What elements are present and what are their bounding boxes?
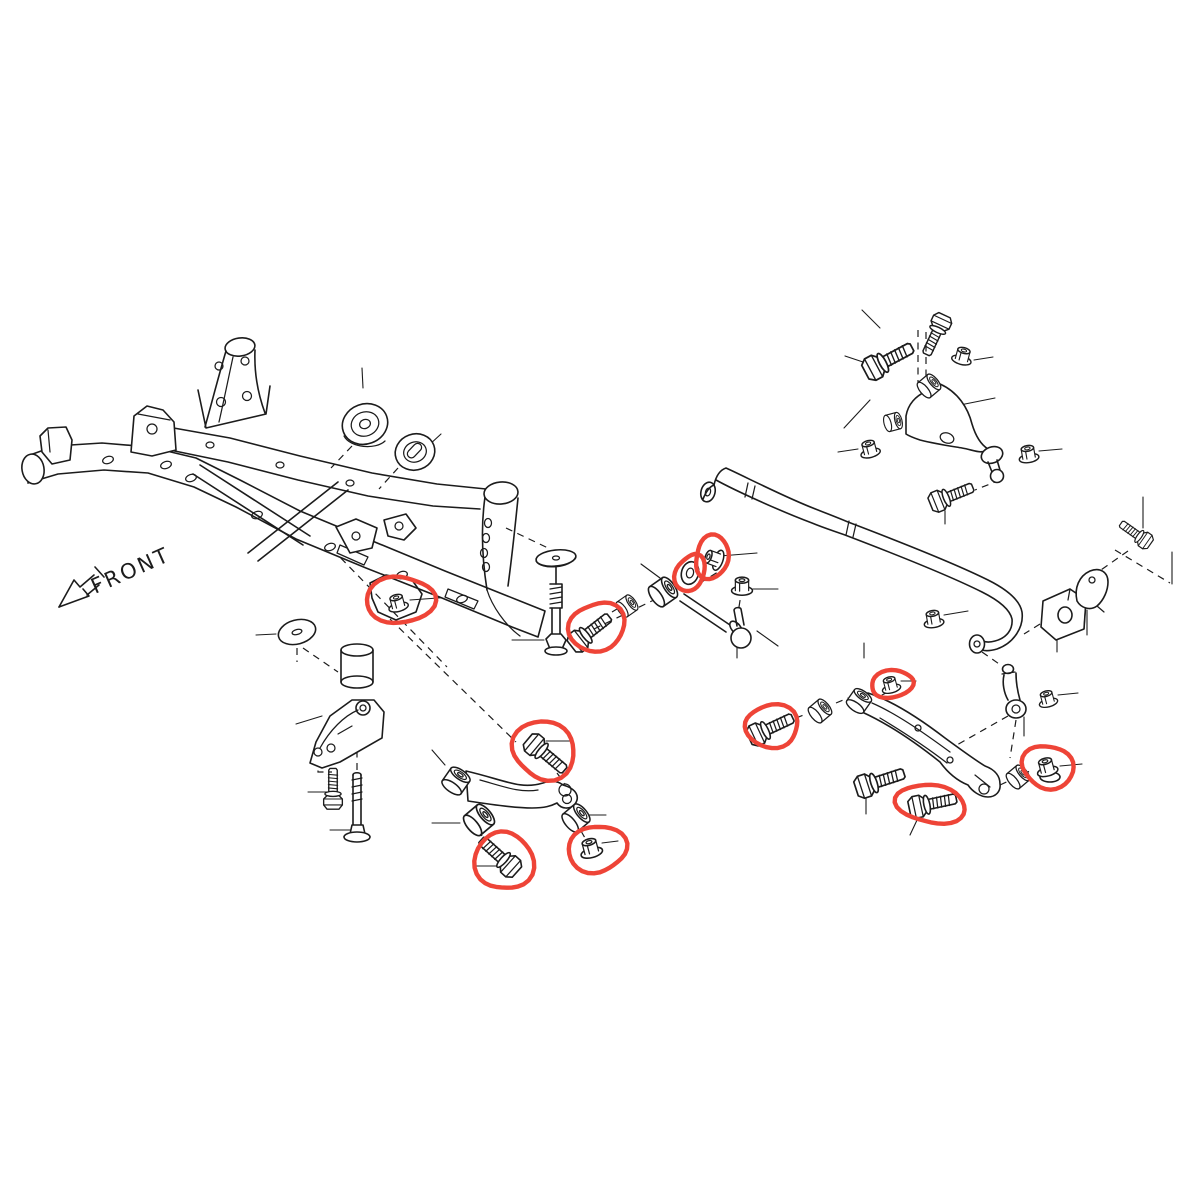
upper-control-arm — [857, 310, 1041, 515]
circle-trailing-arm-rear-nut — [566, 824, 630, 876]
rear-subframe — [21, 337, 546, 638]
upper-arm-bolt-bottom — [925, 476, 978, 515]
circle-lateral-link-front-bolt — [565, 600, 627, 654]
trailing-arm — [438, 763, 594, 840]
circle-lateral-link-washer — [671, 551, 707, 594]
lateral-link — [613, 545, 754, 649]
stabilizer-bracket — [1075, 568, 1109, 613]
circle-lower-arm-bottom-bolt — [892, 782, 967, 826]
front-direction-arrow: FRONT — [58, 542, 174, 608]
stabilizer-bracket-bolt — [1115, 516, 1156, 552]
subframe-washer-plate — [277, 618, 317, 646]
lower-control-arm — [805, 685, 1001, 801]
lower-arm-front-bushing — [805, 696, 835, 726]
lower-arm-rear-nut — [1033, 754, 1061, 783]
front-label: FRONT — [87, 542, 174, 598]
subframe-mount-nut — [385, 591, 411, 615]
stabilizer-mount-nut — [921, 608, 946, 630]
stabilizer-link — [1001, 663, 1060, 792]
stabilizer-link-nut — [1035, 687, 1060, 710]
ball-stud-nut — [730, 576, 754, 596]
stay-bolt-long — [343, 771, 371, 843]
stabilizer-bar — [699, 467, 1023, 654]
red-highlight-circles — [364, 532, 1076, 890]
circle-lower-arm-top-nut — [870, 667, 916, 701]
circle-trailing-arm-front-bolt — [472, 829, 537, 890]
circle-subframe-mount-nut — [364, 574, 439, 626]
subframe-lower-bushing — [340, 643, 374, 689]
upper-arm-nut-left — [857, 437, 883, 461]
upper-arm-bolt-a — [858, 335, 919, 384]
upper-arm-nut-top — [949, 344, 975, 368]
circle-lower-arm-front-bolt — [742, 702, 800, 751]
mount-bolt-vertical — [535, 548, 577, 656]
trailing-arm-rear-nut — [576, 835, 605, 862]
leader-lines — [255, 309, 1173, 867]
subframe-stay-bracket — [309, 699, 385, 769]
circle-trailing-arm-upper-bolt — [509, 719, 576, 783]
stay-bolt-short — [322, 767, 344, 810]
circle-lateral-link-nut — [694, 532, 731, 582]
lower-arm-top-nut — [878, 673, 903, 696]
upper-arm-bolt-b — [916, 310, 955, 360]
circle-lower-arm-rear-nut — [1019, 744, 1076, 792]
lower-arm-bottom-bolt — [906, 786, 960, 821]
subframe-damper-bushings — [341, 402, 436, 472]
upper-arm-nut-right — [1016, 443, 1041, 465]
stabilizer-bushing-block — [1040, 588, 1087, 641]
